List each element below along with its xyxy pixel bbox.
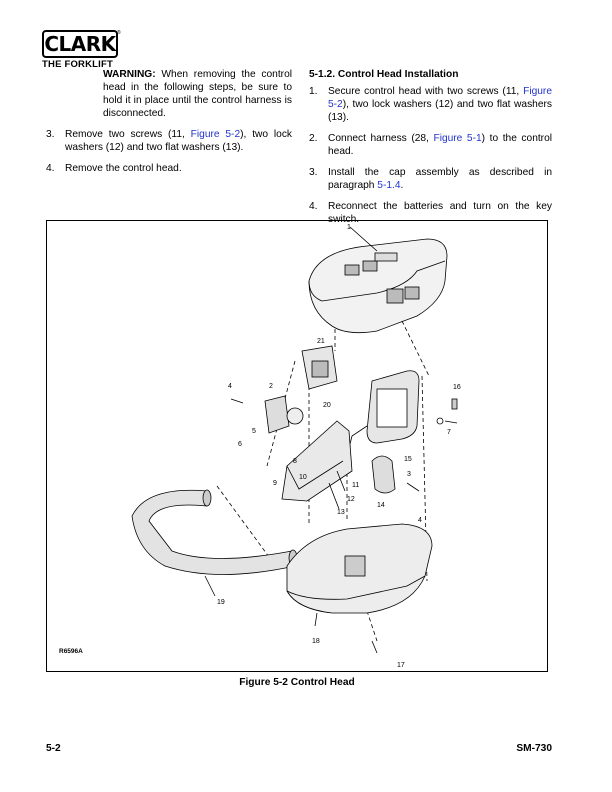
callout-9: 9 xyxy=(273,480,277,487)
logo-tagline: THE FORKLIFT xyxy=(42,59,114,70)
callout-7: 7 xyxy=(447,429,451,436)
warning-label: WARNING: xyxy=(103,69,156,80)
callout-21: 21 xyxy=(317,338,325,345)
figure-code: R6596A xyxy=(59,648,83,655)
removal-step-4: 4. Remove the control head. xyxy=(46,163,182,174)
manual-number: SM-730 xyxy=(516,743,552,754)
hardware-right xyxy=(436,398,458,425)
callout-10: 10 xyxy=(299,474,307,481)
callout-20: 20 xyxy=(323,402,331,409)
figure-frame: 1 21 4 2 16 20 6 7 5 8 10 9 15 3 11 12 1… xyxy=(46,220,548,672)
display-part xyxy=(346,370,420,457)
install-step-4: 4. Reconnect the batteries and turn on t… xyxy=(309,201,552,225)
callout-2: 2 xyxy=(269,383,273,390)
callout-5: 5 xyxy=(252,428,256,435)
figure-caption: Figure 5-2 Control Head xyxy=(239,677,355,688)
removal-step-3: 3. Remove two screws (11, Figure 5-2), t… xyxy=(46,129,293,153)
callout-3: 3 xyxy=(407,471,411,478)
callout-13: 13 xyxy=(337,509,345,516)
callout-18: 18 xyxy=(312,638,320,645)
screw-part xyxy=(328,482,340,510)
section-title: 5-1.2. Control Head Installation xyxy=(309,69,459,80)
screw-part xyxy=(230,398,244,404)
figure-link[interactable]: Figure 5-2 xyxy=(328,86,552,110)
screw-part xyxy=(336,470,346,492)
warning-text: When removing the control head in the fo… xyxy=(103,69,292,119)
bracket-part xyxy=(301,345,338,390)
figure-link[interactable]: Figure 5-1 xyxy=(433,133,482,144)
warning-note: WARNING: When removing the control head … xyxy=(103,68,292,120)
callout-15: 15 xyxy=(404,456,412,463)
install-step-2: 2. Connect harness (28, Figure 5-1) to t… xyxy=(309,133,553,157)
callout-8: 8 xyxy=(293,458,297,465)
mount-part xyxy=(281,420,353,502)
callout-1: 1 xyxy=(347,224,351,231)
callout-11: 11 xyxy=(352,482,359,489)
exploded-view-drawing: 1 21 4 2 16 20 6 7 5 8 10 9 15 3 11 12 1… xyxy=(131,224,461,669)
logo-wordmark: CLARK xyxy=(42,30,118,58)
install-step-1: 1. Secure control head with two screws (… xyxy=(309,86,552,123)
page-number: 5-2 xyxy=(46,743,61,754)
handle-part xyxy=(131,489,298,597)
screw-part xyxy=(371,640,378,654)
callout-6: 6 xyxy=(238,441,242,448)
paragraph-link[interactable]: 5-1.4 xyxy=(377,180,401,191)
callout-4: 4 xyxy=(228,383,232,390)
callout-14: 14 xyxy=(377,502,385,509)
figure-link[interactable]: Figure 5-2 xyxy=(190,129,241,140)
part-callouts: 1 21 4 2 16 20 6 7 5 8 10 9 15 3 11 12 1… xyxy=(217,224,461,669)
cap-assembly-part xyxy=(308,226,448,334)
left-column: WARNING: When removing the control head … xyxy=(46,68,292,175)
callout-4-lower: 4 xyxy=(418,517,422,524)
cup-part xyxy=(371,455,396,494)
callout-19: 19 xyxy=(217,599,225,606)
switch-part xyxy=(264,395,304,434)
clark-logo: CLARK ® THE FORKLIFT xyxy=(42,30,122,70)
base-cover-part xyxy=(286,523,433,627)
bolt-part xyxy=(406,482,420,492)
callout-17: 17 xyxy=(397,662,405,669)
right-column: 5-1.2. Control Head Installation 1. Secu… xyxy=(309,68,552,226)
callout-12: 12 xyxy=(347,496,355,503)
trademark-symbol: ® xyxy=(117,30,121,36)
callout-16: 16 xyxy=(453,384,461,391)
install-step-3: 3. Install the cap assembly as described… xyxy=(309,167,552,191)
